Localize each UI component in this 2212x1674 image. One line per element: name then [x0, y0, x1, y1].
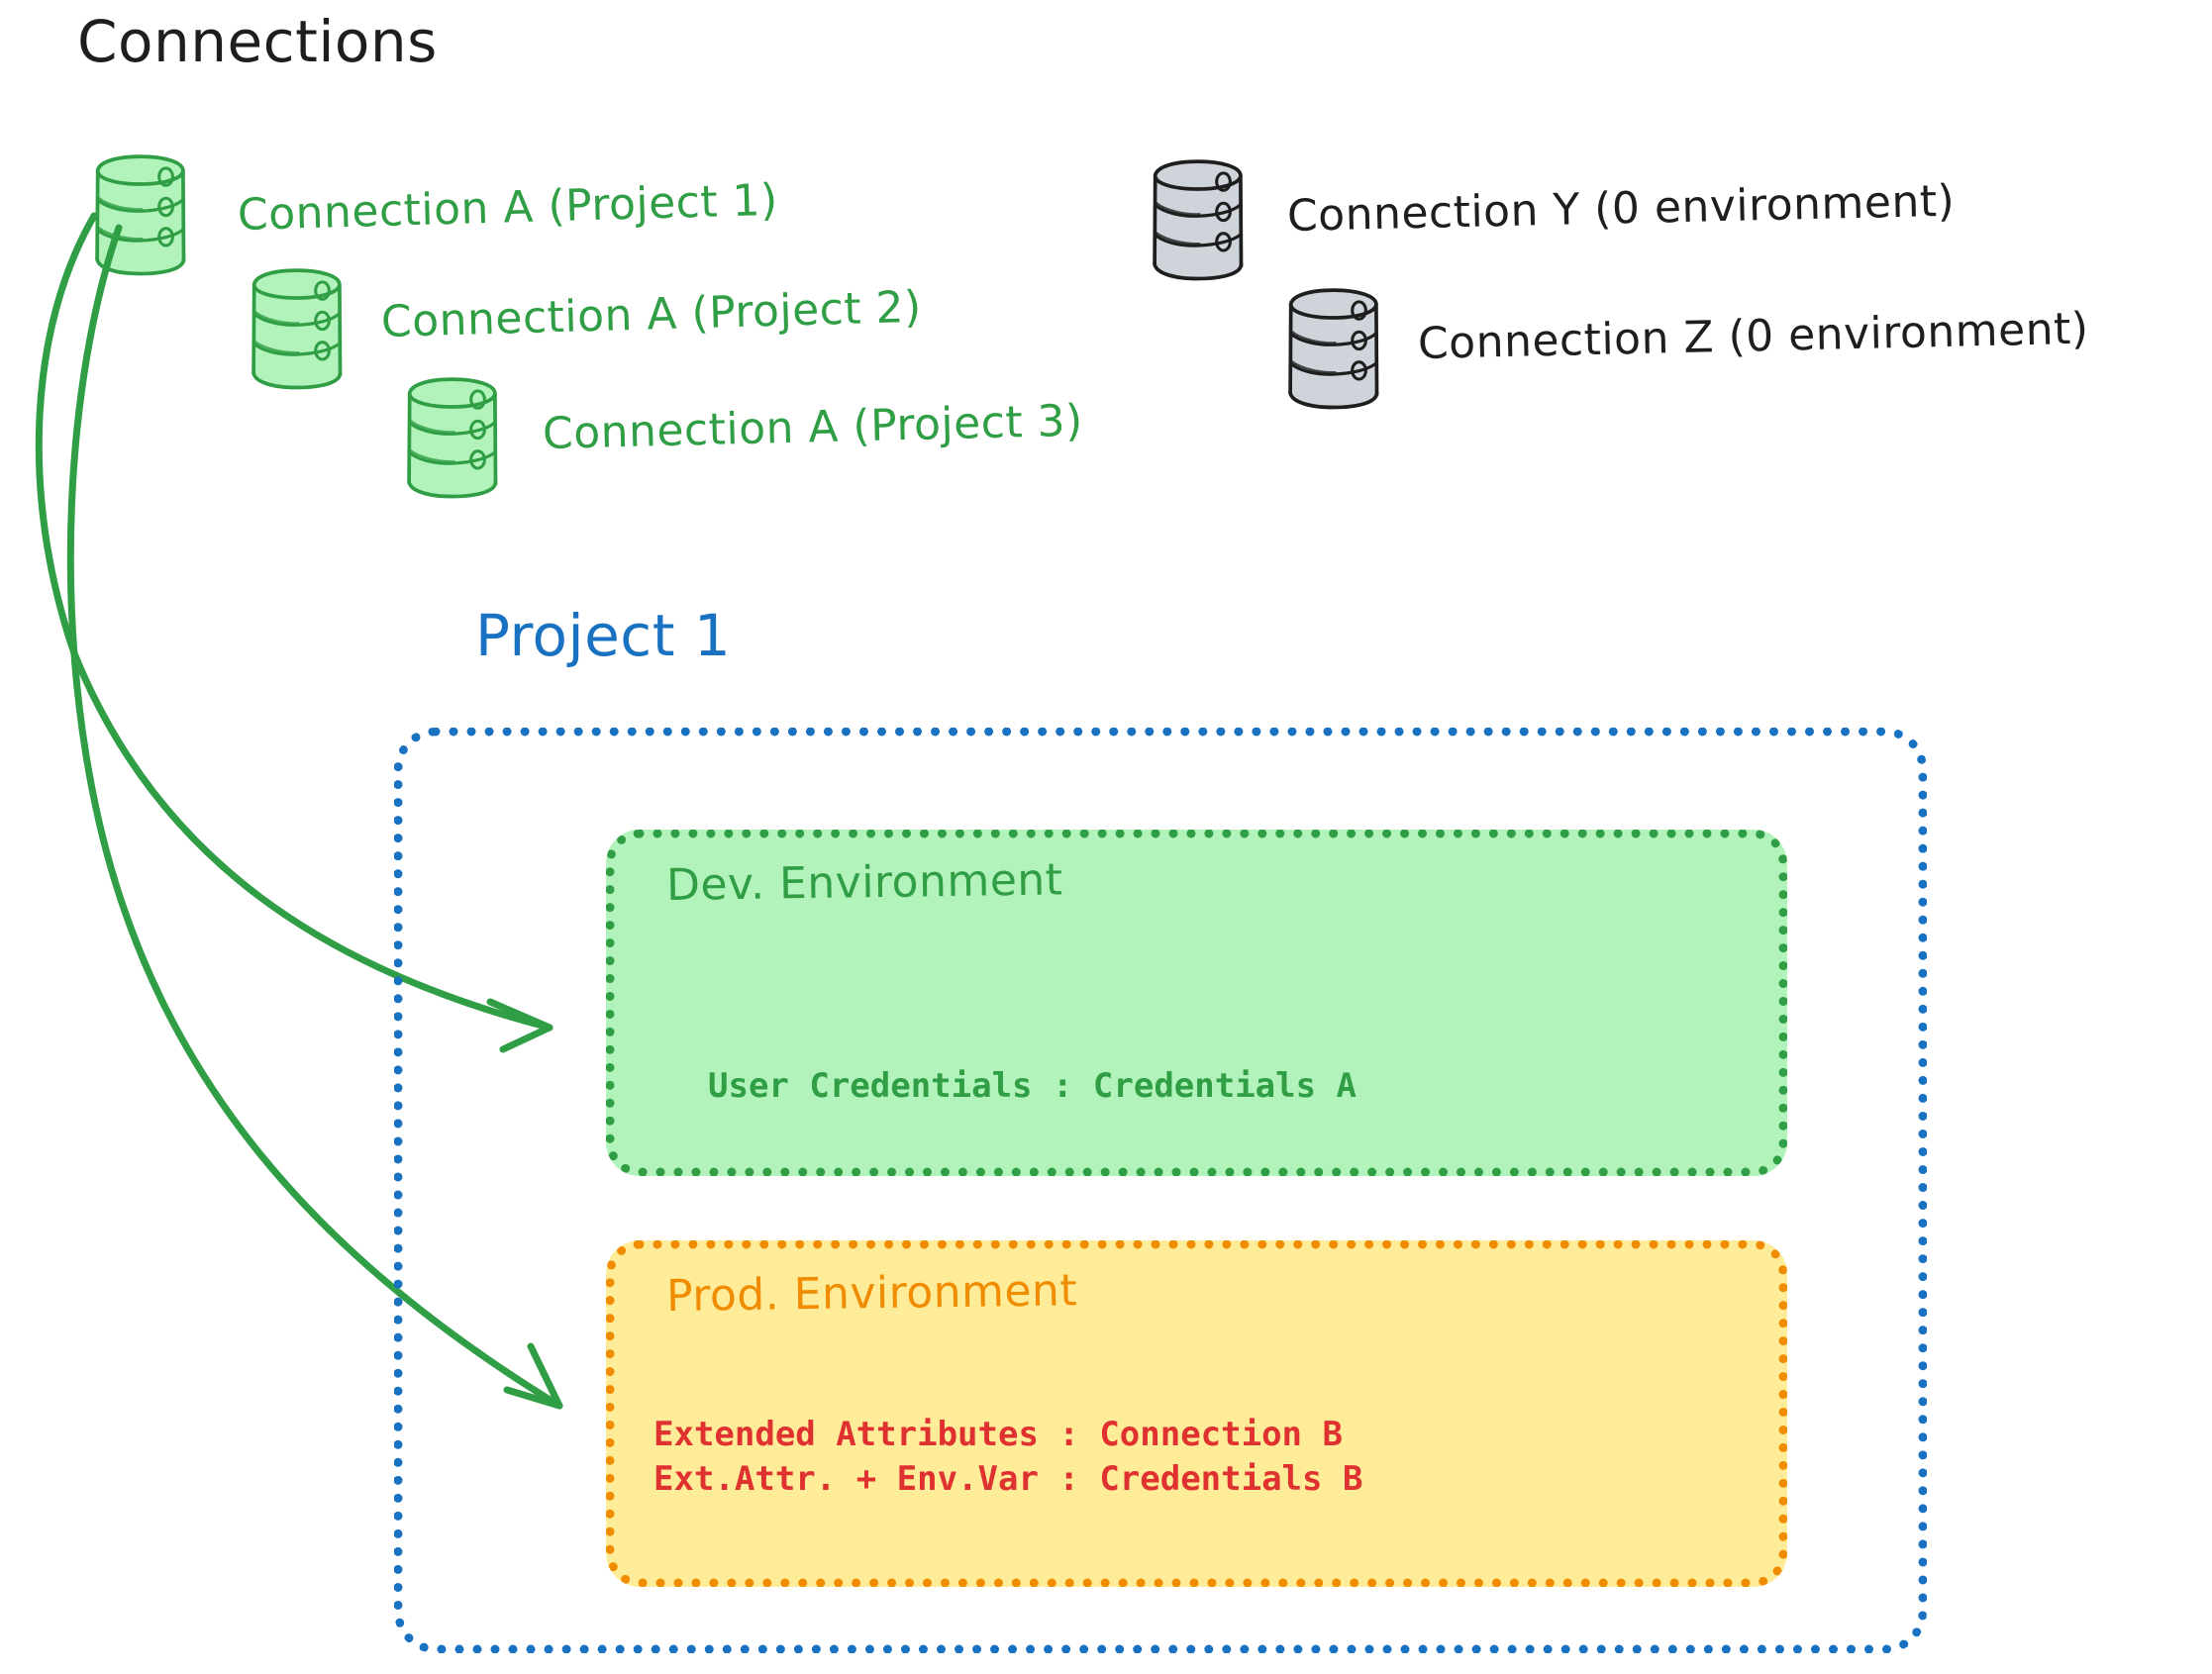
dev-environment-box: Dev. Environment User Credentials : Cred…	[606, 830, 1787, 1176]
project-1-container	[394, 728, 1927, 1653]
project-title: Project 1	[475, 602, 732, 669]
prod-environment-row-1: Ext.Attr. + Env.Var : Credentials B	[654, 1459, 1363, 1499]
dev-environment-row-0: User Credentials : Credentials A	[708, 1066, 1357, 1106]
prod-environment-title: Prod. Environment	[665, 1265, 1078, 1322]
database-icon-connection-a-project-3	[406, 375, 498, 500]
arrow-connection-a-to-dev	[35, 212, 553, 1053]
dev-environment-title: Dev. Environment	[665, 854, 1063, 911]
prod-environment-box: Prod. Environment Extended Attributes : …	[606, 1240, 1787, 1587]
database-icon-connection-y	[1152, 158, 1244, 282]
prod-environment-row-0: Extended Attributes : Connection B	[654, 1415, 1343, 1454]
page-title: Connections	[77, 8, 438, 75]
arrow-connection-a-to-prod	[66, 224, 563, 1410]
database-icon-connection-z	[1287, 286, 1379, 411]
database-icon-connection-a-project-2	[251, 266, 343, 391]
